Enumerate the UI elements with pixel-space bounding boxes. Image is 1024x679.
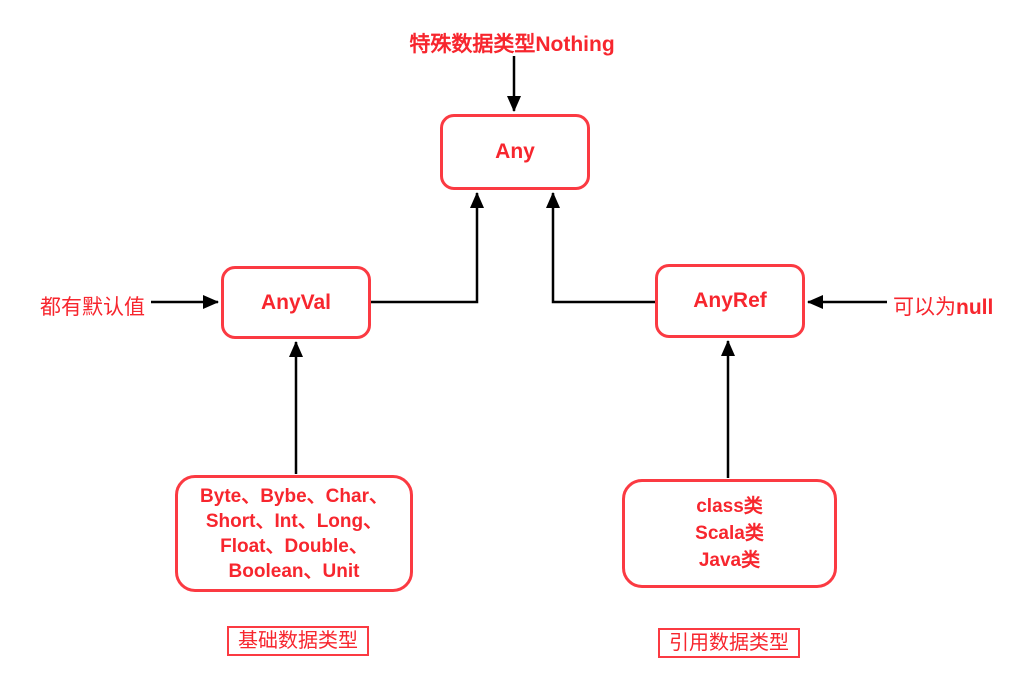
label-nothing-cn: 特殊数据类型 xyxy=(409,32,536,56)
node-anyval: AnyVal xyxy=(221,266,371,339)
node-anyref: AnyRef xyxy=(655,264,805,338)
connector-anyval-to-any xyxy=(371,192,484,304)
node-any-label: Any xyxy=(495,140,535,163)
node-anyval-label: AnyVal xyxy=(260,290,332,314)
node-value-types: Byte、Bybe、Char、 Short、Int、Long、 Float、Do… xyxy=(175,475,413,592)
label-nullable: 可以为null xyxy=(893,291,993,321)
label-nullable-cn: 可以为 xyxy=(893,295,956,319)
label-nothing-en: Nothing xyxy=(535,33,615,56)
caption-basic-types: 基础数据类型 xyxy=(227,626,369,656)
value-types-line: Byte、Bybe、Char、 xyxy=(200,485,388,507)
caption-reference-types: 引用数据类型 xyxy=(658,628,800,658)
connector-anyref-to-any xyxy=(546,192,655,304)
ref-types-line: Java类 xyxy=(698,550,761,571)
label-nothing: 特殊数据类型Nothing xyxy=(0,28,1024,58)
value-types-line: Float、Double、 xyxy=(220,535,368,557)
value-types-line: Short、Int、Long、 xyxy=(205,510,383,532)
ref-types-line: class类 xyxy=(696,496,763,517)
label-default-value: 都有默认值 xyxy=(40,291,145,321)
label-default-value-text: 都有默认值 xyxy=(40,295,145,319)
node-anyref-label: AnyRef xyxy=(693,289,767,312)
value-types-line: Boolean、Unit xyxy=(228,560,360,582)
caption-basic-types-text: 基础数据类型 xyxy=(238,630,358,652)
node-ref-types: class类 Scala类 Java类 xyxy=(622,479,837,588)
caption-reference-types-text: 引用数据类型 xyxy=(669,632,789,654)
node-any: Any xyxy=(440,114,590,190)
ref-types-line: Scala类 xyxy=(695,523,764,544)
label-nullable-en: null xyxy=(956,296,994,319)
